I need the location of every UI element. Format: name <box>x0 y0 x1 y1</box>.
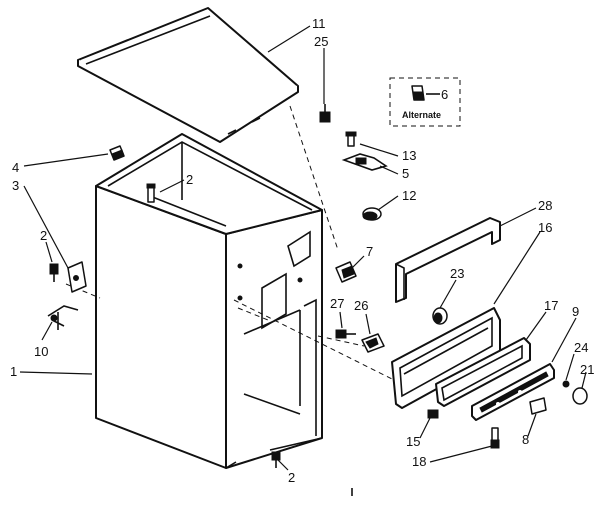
callout-2-bottom: 2 <box>288 470 295 485</box>
callout-21: 21 <box>580 362 594 377</box>
clip-part-4 <box>109 145 125 161</box>
knob-part-21 <box>572 387 588 405</box>
callout-27: 27 <box>330 296 344 311</box>
callout-1: 1 <box>10 364 17 379</box>
screw-part-2-bottom <box>271 451 281 468</box>
screw-part-25 <box>319 104 331 123</box>
top-panel <box>77 7 299 143</box>
pin-part-24 <box>562 380 570 388</box>
callout-25: 25 <box>314 34 328 49</box>
callout-10: 10 <box>34 344 48 359</box>
callout-24: 24 <box>574 340 588 355</box>
callout-4: 4 <box>12 160 19 175</box>
control-board-part-9 <box>471 363 555 421</box>
plate-part-8 <box>529 397 547 415</box>
callout-2-inner: 2 <box>186 172 193 187</box>
callout-18: 18 <box>412 454 426 469</box>
callout-16: 16 <box>538 220 552 235</box>
callout-11: 11 <box>312 16 326 31</box>
bracket-part-5 <box>341 153 388 171</box>
callout-15: 15 <box>406 434 420 449</box>
console-panel-part-17 <box>435 337 531 407</box>
bracket-part-26 <box>361 333 385 353</box>
callout-12: 12 <box>402 188 416 203</box>
callout-28: 28 <box>538 198 552 213</box>
callout-3: 3 <box>12 178 19 193</box>
callout-13: 13 <box>402 148 416 163</box>
screw-part-2-inner <box>146 183 156 203</box>
screw-part-15 <box>427 409 439 419</box>
alternate-label: Alternate <box>402 110 441 120</box>
screw-part-2-left <box>49 263 59 282</box>
leader-lines <box>19 25 587 471</box>
callout-23: 23 <box>450 266 464 281</box>
switch-part-7 <box>335 261 357 283</box>
callout-labels: 11 25 4 3 2 2 10 1 13 5 12 7 28 16 23 27… <box>10 16 594 485</box>
alternate-box: 6 Alternate <box>389 77 461 127</box>
latch-part-10 <box>47 305 79 330</box>
screw-part-13 <box>345 131 357 147</box>
bracket-part-3 <box>67 261 87 293</box>
callout-17: 17 <box>544 298 558 313</box>
callout-7: 7 <box>366 244 373 259</box>
callout-6: 6 <box>441 87 448 102</box>
callout-2-left: 2 <box>40 228 47 243</box>
cabinet <box>95 133 323 469</box>
knob-part-23 <box>432 307 448 325</box>
callout-5: 5 <box>402 166 409 181</box>
callout-8: 8 <box>522 432 529 447</box>
knob-part-12 <box>362 207 382 221</box>
callout-26: 26 <box>354 298 368 313</box>
assembly-lines <box>65 105 411 389</box>
callout-9: 9 <box>572 304 579 319</box>
handle-part-28 <box>395 217 501 303</box>
screw-part-27 <box>335 329 356 339</box>
screw-part-18 <box>490 427 500 449</box>
